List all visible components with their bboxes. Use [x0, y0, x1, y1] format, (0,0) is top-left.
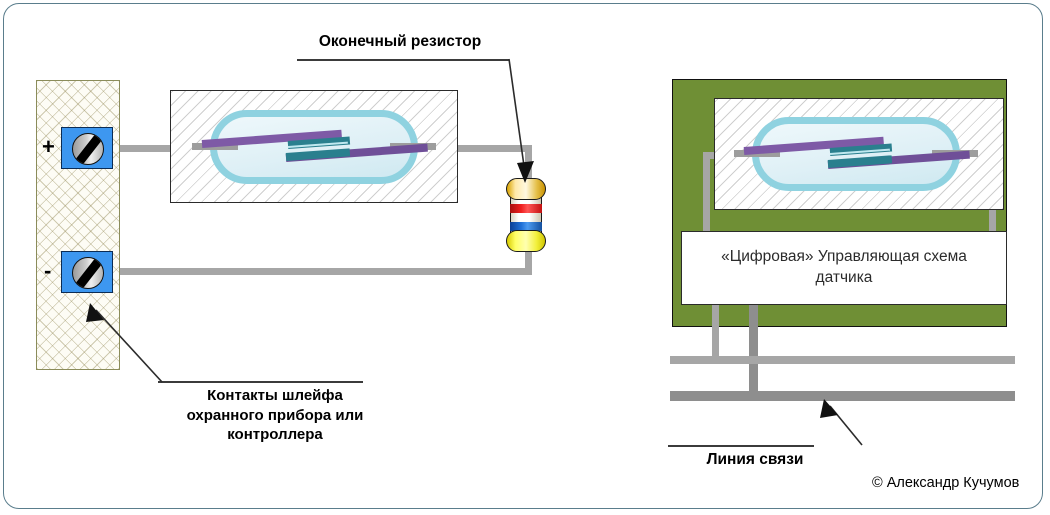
copyright-credit: © Александр Кучумов: [872, 475, 1020, 491]
label-terminating-resistor: Оконечный резистор: [318, 33, 482, 50]
leader-arrow-communication: [820, 399, 863, 446]
screw-head-icon: [72, 257, 104, 289]
bus-drop-wire-2: [749, 305, 758, 398]
resistor-band-red: [510, 204, 542, 213]
screw-head-icon: [72, 133, 104, 165]
digital-control-circuit-box: «Цифровая» Управляющая схема датчика: [681, 231, 1007, 305]
leader-line-communication-horizontal: [668, 445, 814, 447]
screw-terminal-plus[interactable]: [61, 127, 113, 169]
leader-line-contacts-horizontal: [158, 381, 363, 383]
control-circuit-text-line1: «Цифровая» Управляющая схема: [721, 248, 967, 266]
label-loop-contacts-line1: Контакты шлейфа: [207, 387, 343, 404]
reed-switch-analog: [192, 110, 436, 184]
bus-drop-wire-1: [712, 305, 719, 360]
resistor-band-blue: [510, 222, 542, 231]
communication-bus-line-2: [670, 391, 1015, 401]
leader-arrow-contacts: [86, 303, 163, 383]
label-loop-contacts-line2: охранного прибора или: [186, 406, 364, 424]
communication-bus-line-1: [670, 356, 1015, 364]
label-loop-contacts: Контакты шлейфа охранного прибора или ко…: [160, 386, 390, 445]
control-circuit-text: «Цифровая» Управляющая схема датчика: [701, 247, 987, 289]
wire-minus-horizontal: [118, 268, 532, 275]
resistor-cap-yellow: [506, 230, 546, 252]
leader-arrow-resistor: [508, 58, 534, 183]
terminating-resistor: [506, 176, 546, 254]
screw-terminal-minus[interactable]: [61, 251, 113, 293]
control-circuit-text-line2: датчика: [815, 269, 873, 286]
module-wire-left-vertical: [703, 152, 710, 234]
label-communication-line: Линия связи: [706, 451, 804, 468]
terminal-minus-label: -: [44, 258, 52, 283]
wire-reed-to-resistor-horizontal: [392, 145, 532, 152]
wire-resistor-to-minus-vertical: [525, 240, 532, 275]
leader-line-resistor-horizontal: [297, 59, 509, 61]
reed-switch-digital: [734, 117, 978, 191]
label-loop-contacts-line3: контроллера: [227, 426, 323, 443]
terminal-plus-label: +: [42, 134, 55, 159]
